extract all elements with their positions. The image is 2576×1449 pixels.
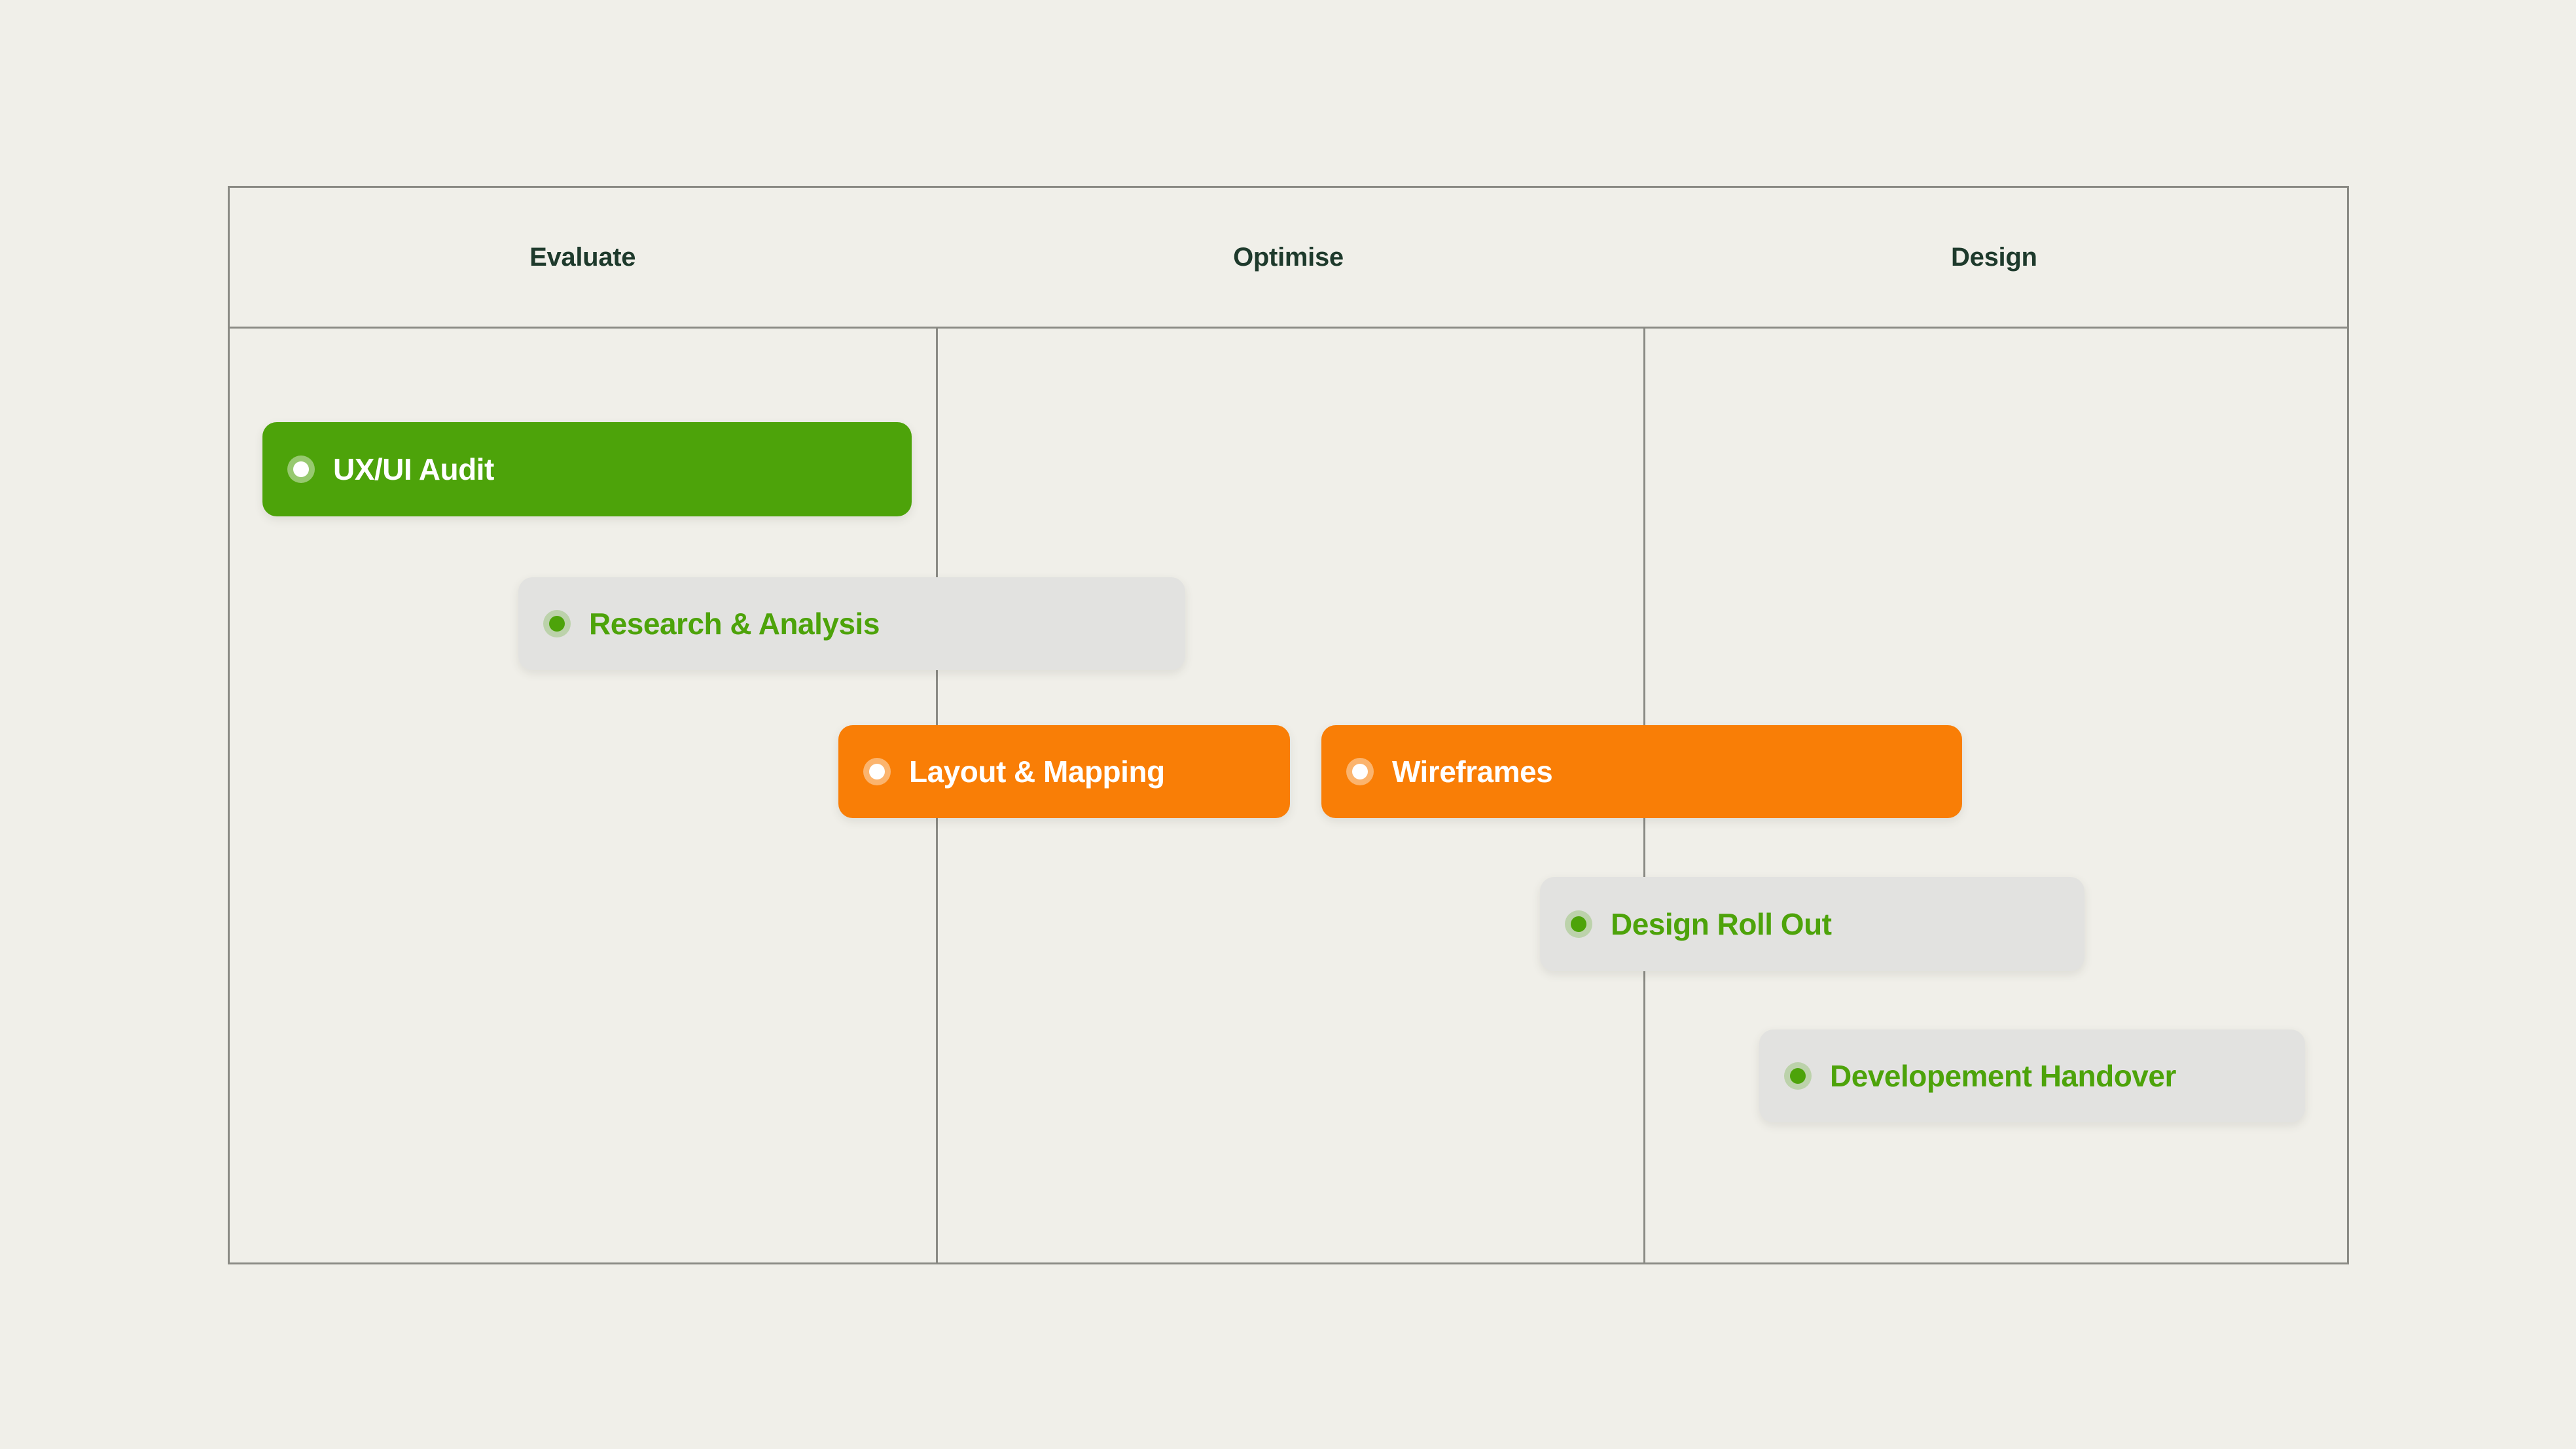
task-label: UX/UI Audit [333, 452, 494, 486]
radio-bullet-icon [1346, 758, 1374, 785]
radio-dot-icon [1790, 1068, 1806, 1084]
column-header-design: Design [1951, 242, 2037, 272]
task-bar[interactable]: Wireframes [1321, 725, 1962, 818]
column-header-evaluate: Evaluate [529, 242, 636, 272]
task-bar[interactable]: Developement Handover [1759, 1029, 2305, 1122]
radio-dot-icon [869, 764, 885, 779]
task-label: Design Roll Out [1611, 907, 1832, 941]
header-row: Evaluate Optimise Design [230, 188, 2347, 329]
radio-bullet-icon [543, 610, 571, 637]
task-label: Wireframes [1392, 755, 1553, 789]
radio-bullet-icon [1565, 910, 1592, 938]
task-layer: UX/UI Audit Research & Analysis Layout &… [230, 188, 2347, 1262]
radio-bullet-icon [1784, 1062, 1812, 1090]
task-bar[interactable]: Research & Analysis [518, 577, 1185, 670]
task-bar[interactable]: Design Roll Out [1540, 877, 2084, 971]
radio-dot-icon [549, 616, 565, 632]
roadmap-table: Evaluate Optimise Design UX/UI Audit Res… [228, 186, 2349, 1264]
task-bar[interactable]: Layout & Mapping [838, 725, 1290, 818]
radio-bullet-icon [863, 758, 891, 785]
task-bar[interactable]: UX/UI Audit [262, 422, 912, 516]
task-label: Developement Handover [1830, 1059, 2176, 1093]
task-label: Layout & Mapping [909, 755, 1165, 789]
radio-dot-icon [1352, 764, 1368, 779]
radio-dot-icon [293, 461, 309, 477]
radio-dot-icon [1571, 916, 1586, 932]
task-label: Research & Analysis [589, 607, 880, 641]
radio-bullet-icon [287, 456, 315, 483]
column-header-optimise: Optimise [1233, 242, 1344, 272]
